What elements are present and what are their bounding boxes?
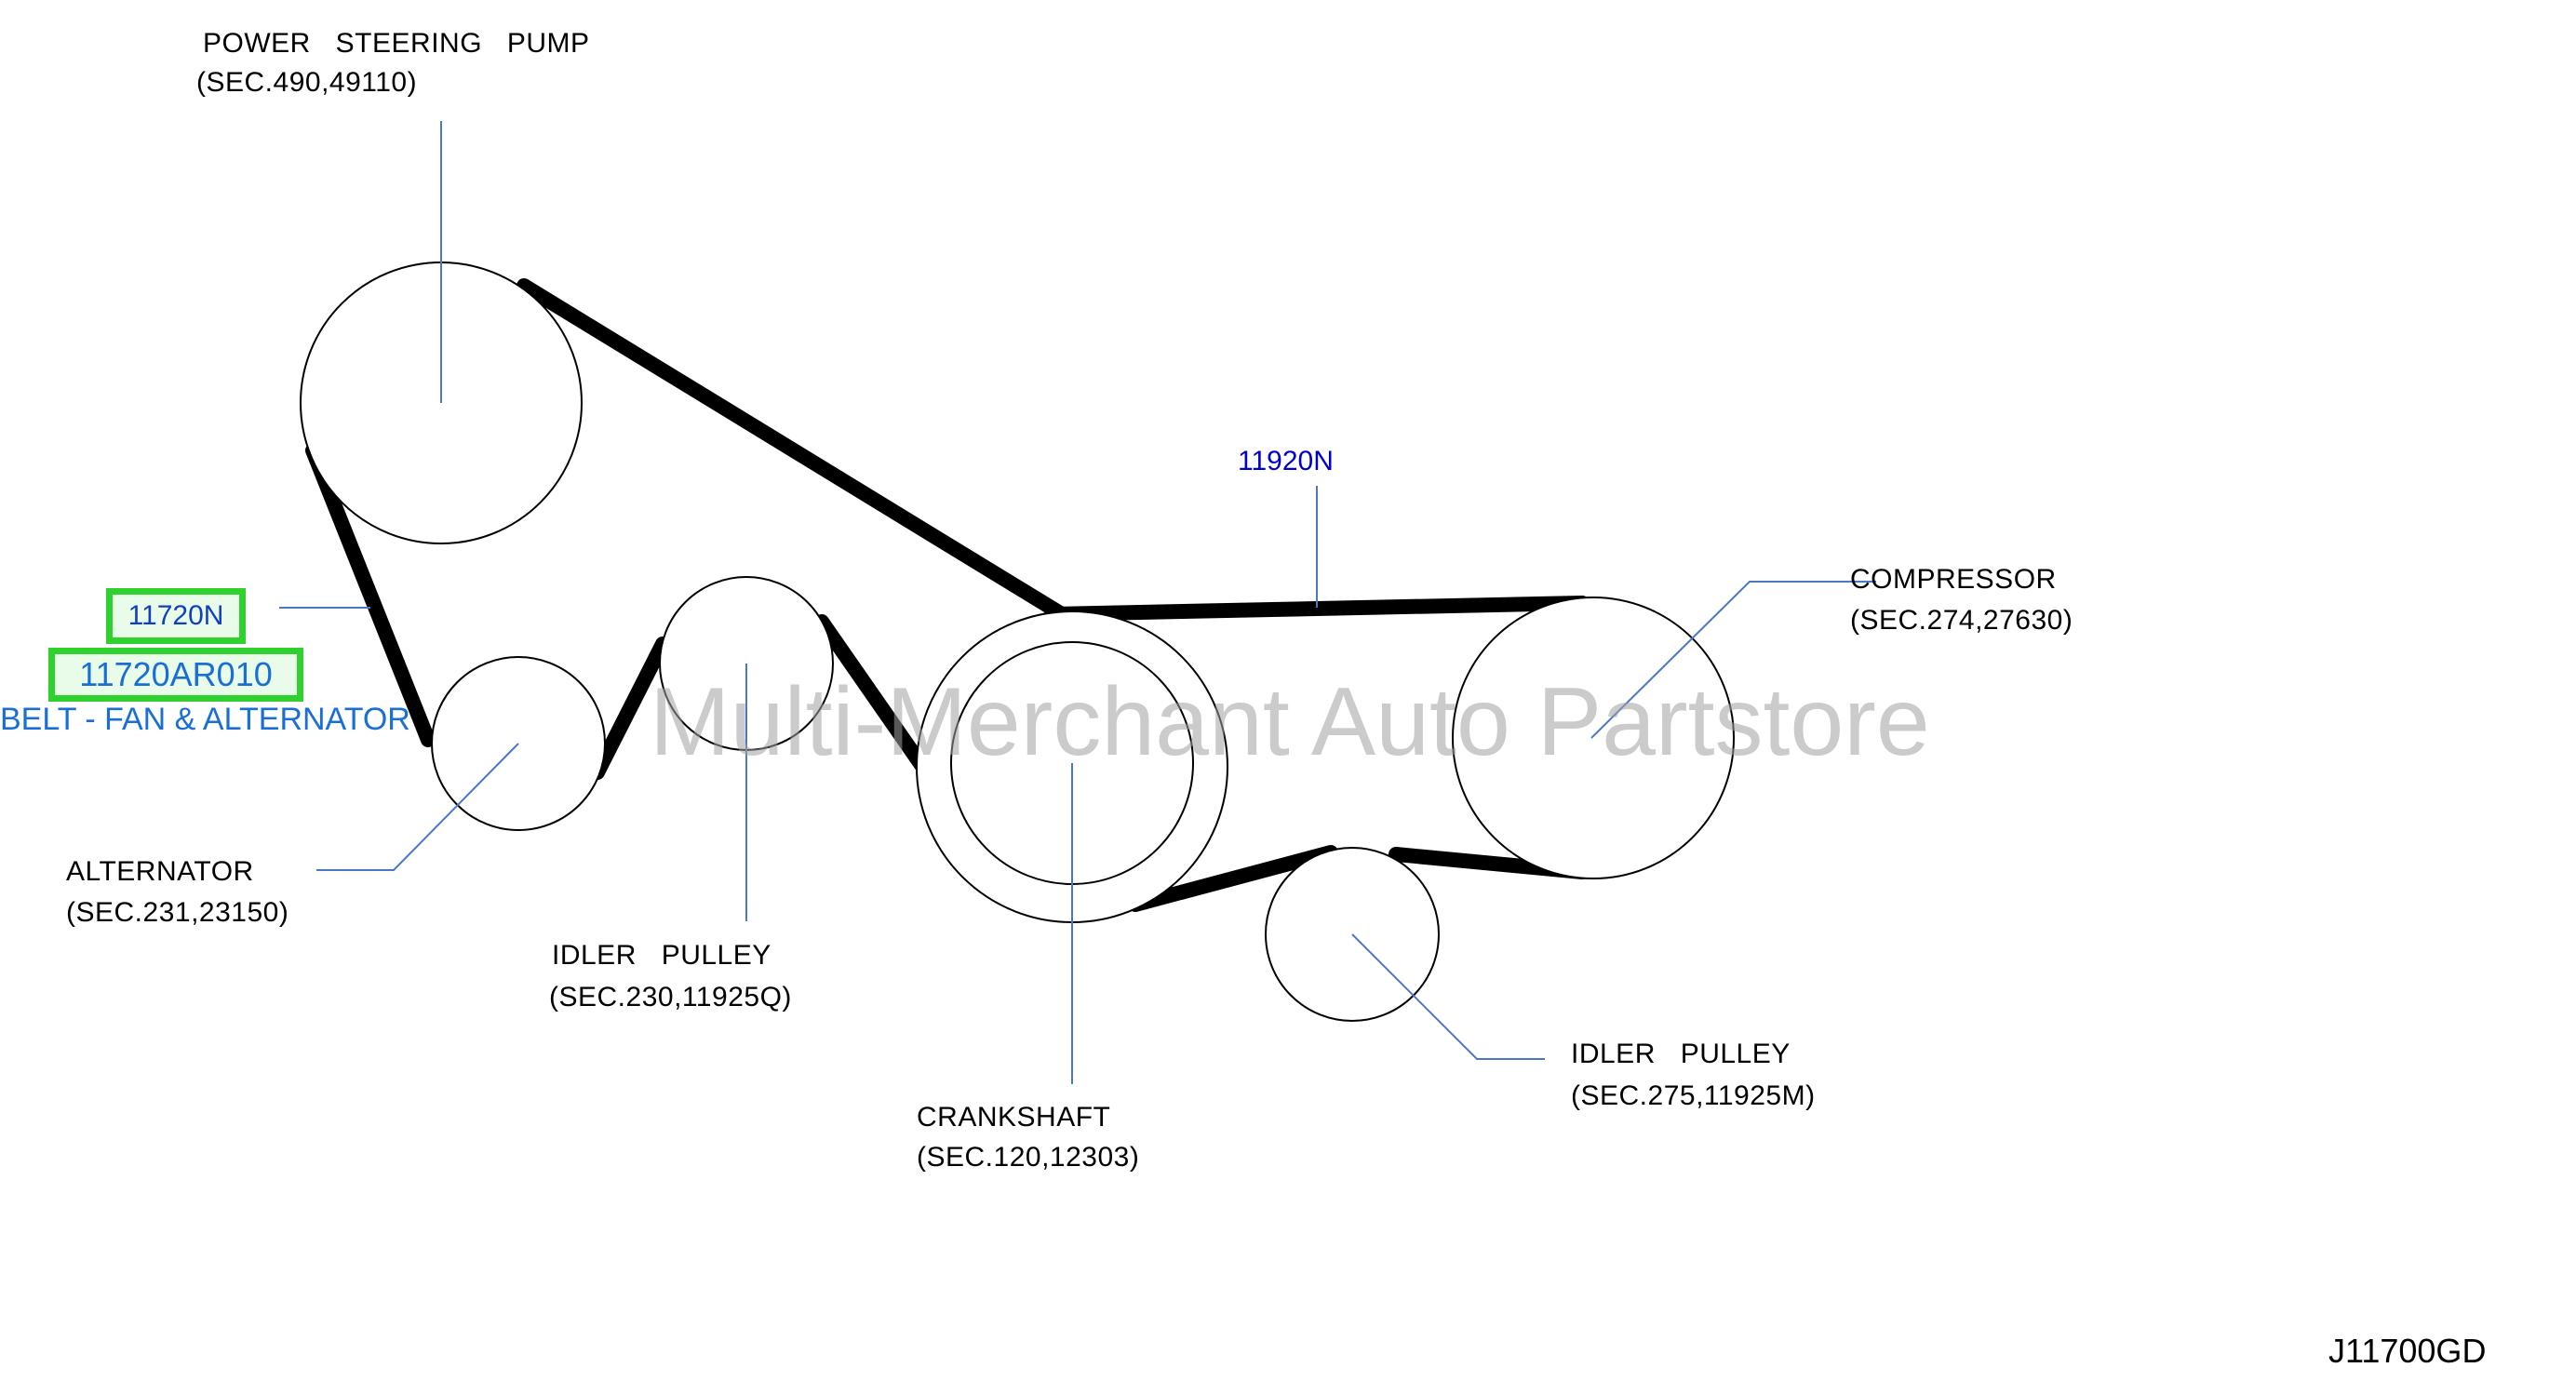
part-description: BELT - FAN & ALTERNATOR <box>0 702 410 737</box>
label-idler-pulley-1: IDLER PULLEY <box>552 940 771 971</box>
belt-segment-crank-compressor-top <box>1044 596 1590 622</box>
label-idler-pulley-1-sec: (SEC.230,11925Q) <box>549 982 792 1012</box>
belt-segment-alternator-idler <box>590 637 670 780</box>
part-link-11720ar010-text: 11720AR010 <box>79 655 273 693</box>
fan-alternator-belt <box>305 278 1115 834</box>
label-idler-pulley-2: IDLER PULLEY <box>1571 1039 1791 1069</box>
diagram-code: J11700GD <box>2328 1332 2487 1370</box>
label-crankshaft-sec: (SEC.120,12303) <box>917 1142 1140 1173</box>
part-link-11720n[interactable]: 11720N <box>106 588 246 644</box>
label-power-steering-pump: POWER STEERING PUMP <box>203 28 590 59</box>
label-alternator: ALTERNATOR <box>66 856 254 887</box>
belt-segment-crank-idler2 <box>1128 845 1338 912</box>
leader-line-alternator <box>316 743 519 871</box>
label-alternator-sec: (SEC.231,23150) <box>66 897 289 928</box>
label-crankshaft: CRANKSHAFT <box>917 1102 1111 1133</box>
leader-line-compressor <box>1590 581 1876 739</box>
label-power-steering-pump-sec: (SEC.490,49110) <box>196 67 418 98</box>
label-compressor-sec: (SEC.274,27630) <box>1850 605 2073 636</box>
belt-segment-ps-alternator <box>305 443 436 747</box>
label-idler-pulley-2-sec: (SEC.275,11925M) <box>1571 1080 1816 1111</box>
belt-segment-crank-ps <box>517 278 1115 650</box>
part-link-11720n-text: 11720N <box>127 600 224 631</box>
part-link-11920n[interactable]: 11920N <box>1238 446 1334 476</box>
leader-line-idler-2 <box>1351 933 1545 1060</box>
label-compressor: COMPRESSOR <box>1850 564 2057 595</box>
watermark: Multi-Merchant Auto Partstore <box>650 668 1930 776</box>
part-link-11720ar010[interactable]: 11720AR010 <box>48 648 303 702</box>
